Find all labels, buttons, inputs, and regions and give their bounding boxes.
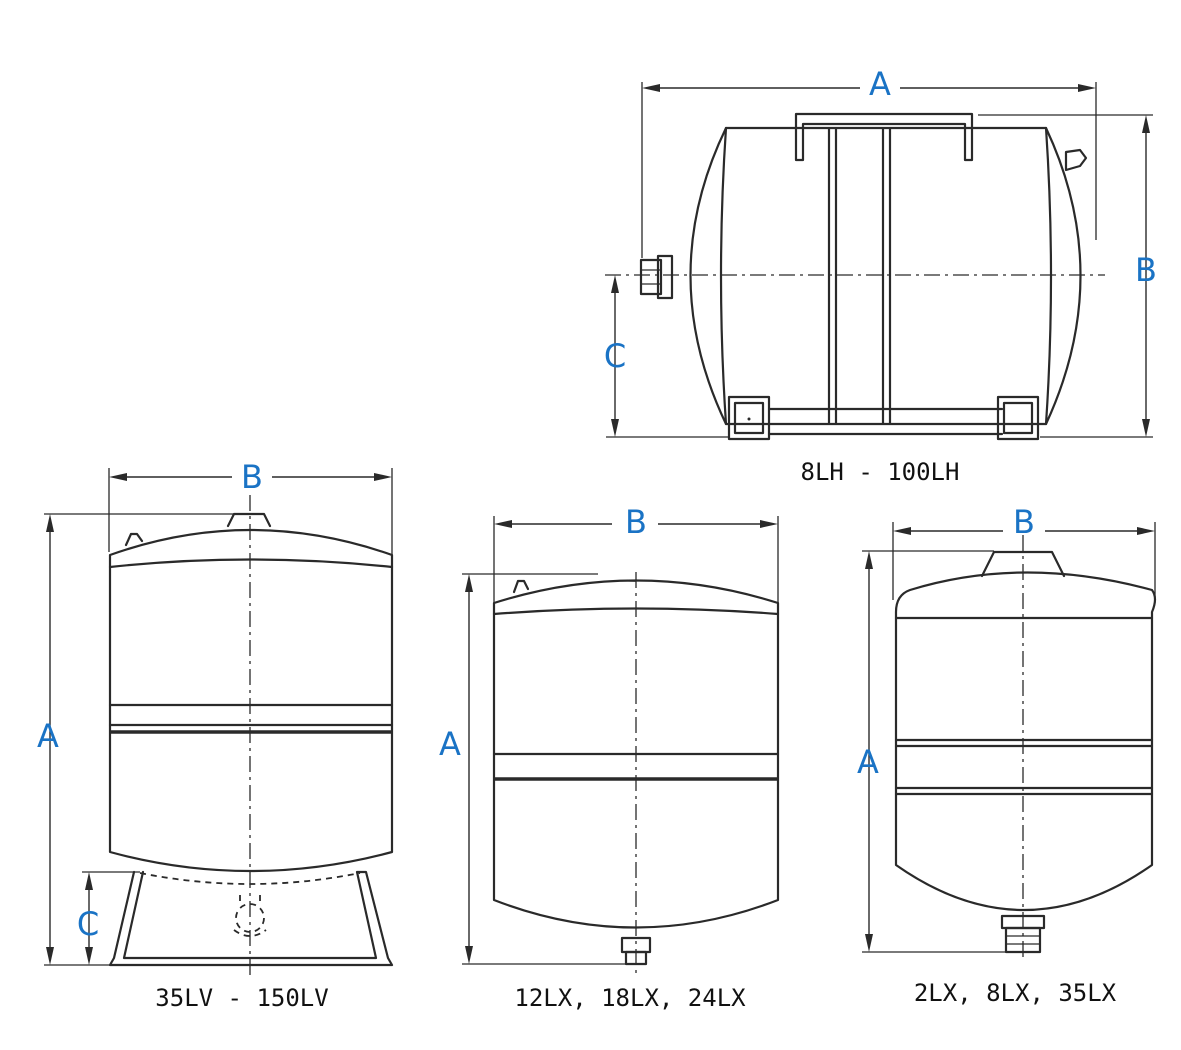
small-tank-top-fitting <box>980 550 1066 578</box>
tank-caption: 35LV - 150LV <box>155 984 328 1012</box>
stand-tank-body <box>108 528 394 873</box>
dimension-letter: C <box>604 337 626 375</box>
dimension-letter: A <box>439 725 461 763</box>
dimension-letter: B <box>1135 251 1157 289</box>
horizontal-tank-valve <box>1064 148 1088 172</box>
dimension-letter: C <box>77 905 99 943</box>
stand-tank-top-cap <box>108 558 394 569</box>
horizontal-tank-left-foot <box>727 395 771 441</box>
dimension-letter: A <box>37 717 59 755</box>
tank-caption: 12LX, 18LX, 24LX <box>514 984 746 1012</box>
vertical-mid-tank <box>462 516 780 975</box>
dimension-letter: A <box>857 743 879 781</box>
dimension-letter: B <box>625 503 647 541</box>
horizontal-tank-body <box>689 126 1082 426</box>
tank-caption: 2LX, 8LX, 35LX <box>914 979 1117 1007</box>
dimension-letter: B <box>241 458 263 496</box>
horizontal-tank-right-seam <box>1044 126 1053 426</box>
horizontal-tank <box>605 82 1153 441</box>
tank-caption: 8LH - 100LH <box>801 458 960 486</box>
vertical-small-tank <box>862 522 1157 960</box>
vertical-stand-tank <box>44 468 394 975</box>
dimension-letter: A <box>869 65 891 103</box>
horizontal-tank-right-foot <box>996 395 1040 441</box>
stand-tank-stand <box>108 870 394 967</box>
horizontal-tank-handle <box>794 112 974 162</box>
horizontal-tank-left-seam <box>719 126 728 426</box>
stand-tank-top-fitting <box>226 512 272 528</box>
horizontal-tank-inlet-fitting <box>639 254 674 300</box>
mid-tank-body <box>492 579 780 929</box>
mid-tank-air-valve <box>512 579 530 594</box>
small-tank-body <box>894 571 1157 912</box>
dimension-letter: B <box>1013 503 1035 541</box>
stand-tank-air-valve <box>124 532 144 547</box>
stand-tank-outlet-fitting <box>233 895 267 937</box>
